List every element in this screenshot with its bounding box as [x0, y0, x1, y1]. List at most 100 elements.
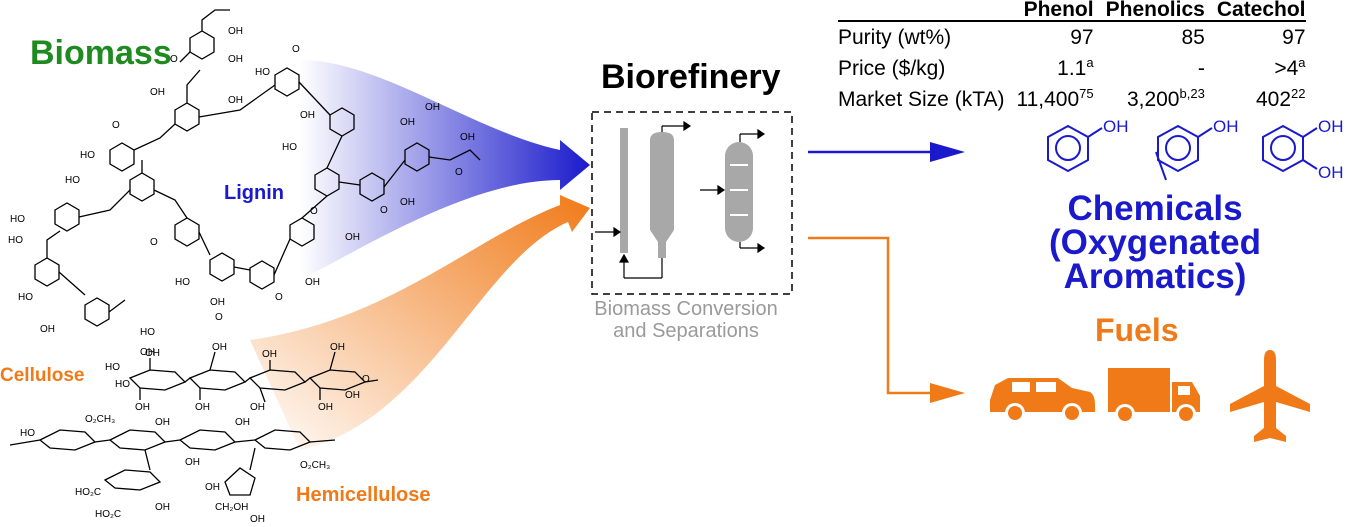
- svg-text:HO: HO: [18, 292, 33, 303]
- cell-value: 402: [1255, 88, 1292, 111]
- svg-text:O: O: [362, 374, 370, 385]
- svg-text:OH: OH: [155, 417, 170, 428]
- svg-text:OH: OH: [425, 102, 440, 113]
- catechol-oh-label-2: OH: [1318, 163, 1344, 182]
- process-equipment: [595, 120, 766, 279]
- svg-text:O: O: [150, 237, 158, 248]
- svg-text:O: O: [310, 206, 318, 217]
- distillation-column: [725, 142, 753, 242]
- svg-text:OH: OH: [228, 54, 243, 65]
- chemicals-label: Chemicals (Oxygenated Aromatics): [955, 191, 1350, 294]
- svg-text:HO₂C: HO₂C: [95, 509, 121, 520]
- lignin-flow-arrow: [300, 60, 590, 280]
- svg-text:HO₂C: HO₂C: [75, 487, 101, 498]
- catechol-oh-label-1: OH: [1318, 117, 1344, 136]
- svg-text:OH: OH: [330, 342, 345, 353]
- cell-footnote: a: [1086, 55, 1094, 70]
- table-cell: >4a: [1205, 53, 1306, 84]
- svg-text:OH: OH: [145, 348, 160, 359]
- svg-text:HO: HO: [80, 150, 95, 161]
- cell-value: 1.1: [1057, 57, 1087, 80]
- svg-text:OH: OH: [305, 277, 320, 288]
- cell-value: 85: [1181, 26, 1205, 49]
- table-cell: 97: [1205, 21, 1305, 53]
- arrow-to-fuels: [808, 236, 965, 403]
- svg-text:O: O: [275, 292, 283, 303]
- svg-text:HO: HO: [282, 142, 297, 153]
- table-cell: 1.1a: [1004, 53, 1093, 84]
- column-header: Phenolics: [1105, 0, 1205, 21]
- svg-text:OH: OH: [250, 514, 265, 525]
- svg-text:OH: OH: [250, 402, 265, 413]
- svg-text:O: O: [215, 312, 223, 323]
- hemicellulose-atom-labels: O₂CH₃ HO OH OH OH O₂CH₃ HO₂C HO₂C OH OH …: [20, 414, 330, 525]
- svg-text:HO: HO: [105, 362, 120, 373]
- lignin-label: Lignin: [224, 182, 284, 204]
- table-cell: 97: [1004, 21, 1093, 53]
- svg-text:OH: OH: [210, 297, 225, 308]
- fuels-label: Fuels: [1095, 312, 1179, 348]
- lignin-atom-labels: OH O OH OH OH O HO HO HO HO HO OH HO OH …: [8, 26, 475, 359]
- carbohydrate-flow-arrow: [250, 195, 590, 450]
- svg-text:OH: OH: [400, 117, 415, 128]
- phenol-oh-label: OH: [1103, 117, 1129, 136]
- lignin-structure: [34, 9, 481, 327]
- cell-value: 97: [1070, 26, 1094, 49]
- truck-icon: [1108, 368, 1200, 424]
- biorefinery-caption: Biomass Conversion and Separations: [578, 298, 794, 342]
- svg-text:OH: OH: [205, 482, 220, 493]
- svg-text:OH: OH: [400, 197, 415, 208]
- svg-text:HO: HO: [8, 235, 23, 246]
- table-cell: 3,200b,23: [1094, 84, 1205, 115]
- biomass-title: Biomass: [30, 34, 172, 72]
- chemicals-market-table: Phenol Phenolics Catechol Purity (wt%)97…: [838, 0, 1306, 115]
- cell-footnote: a: [1298, 55, 1306, 70]
- cellulose-structure: [128, 351, 379, 403]
- svg-text:OH: OH: [228, 95, 243, 106]
- biorefinery-title: Biorefinery: [601, 58, 781, 96]
- svg-text:OH: OH: [262, 349, 277, 360]
- svg-text:OH: OH: [235, 417, 250, 428]
- svg-text:OH: OH: [228, 26, 243, 37]
- cell-footnote: 75: [1079, 86, 1094, 101]
- row-label: Price ($/kg): [838, 57, 946, 80]
- svg-text:HO: HO: [255, 67, 270, 78]
- svg-text:OH: OH: [140, 347, 155, 358]
- svg-text:OH: OH: [185, 457, 200, 468]
- svg-text:OH: OH: [345, 390, 360, 401]
- table-cell: -: [1094, 53, 1205, 84]
- reactor-column: [620, 128, 628, 253]
- caption-line-2: and Separations: [613, 320, 759, 342]
- svg-text:HO: HO: [175, 277, 190, 288]
- svg-text:HO: HO: [115, 379, 130, 390]
- airplane-icon: [1230, 350, 1310, 442]
- column-header: Phenol: [1023, 0, 1094, 21]
- svg-text:OH: OH: [460, 132, 475, 143]
- svg-text:OH: OH: [195, 402, 210, 413]
- cellulose-atom-labels: HO HO OH OH OH OH OH OH OH OH OH O: [105, 342, 370, 413]
- phenol-molecule: [1047, 124, 1103, 173]
- cell-value: >4: [1274, 57, 1299, 80]
- cell-value: -: [1197, 57, 1205, 80]
- svg-text:OH: OH: [155, 502, 170, 513]
- svg-text:CH₂OH: CH₂OH: [215, 502, 248, 513]
- caption-line-1: Biomass Conversion: [594, 298, 778, 320]
- svg-text:O: O: [292, 44, 300, 55]
- hemicellulose-label: Hemicellulose: [296, 484, 431, 506]
- table-header-row: Phenol Phenolics Catechol: [838, 0, 1306, 21]
- table-cell: 11,40075: [1004, 84, 1093, 115]
- svg-text:OH: OH: [212, 342, 227, 353]
- svg-text:HO: HO: [65, 175, 80, 186]
- svg-text:OH: OH: [135, 402, 150, 413]
- svg-text:HO: HO: [20, 428, 35, 439]
- column-header: Catechol: [1216, 0, 1306, 21]
- catechol-molecule: [1262, 124, 1318, 173]
- arrow-to-chemicals: [808, 142, 965, 162]
- separator-vessel: [650, 132, 674, 258]
- cell-value: 11,400: [1016, 88, 1080, 111]
- row-label: Market Size (kTA): [838, 88, 1005, 111]
